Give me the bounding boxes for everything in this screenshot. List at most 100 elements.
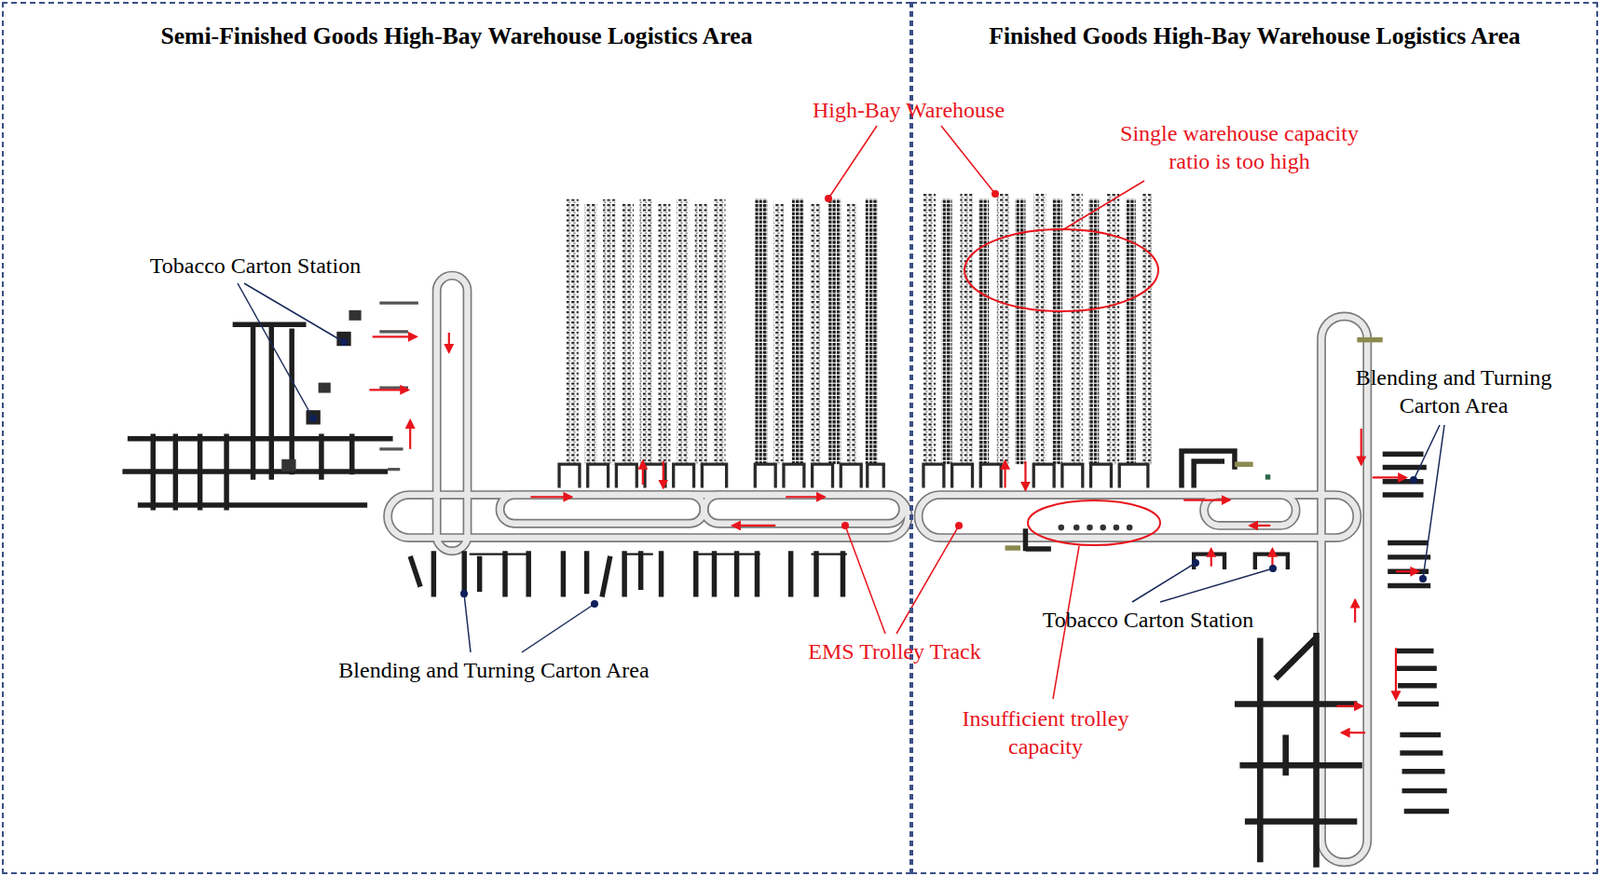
ems-track xyxy=(387,494,908,538)
region-heading: Finished Goods High-Bay Warehouse Logist… xyxy=(913,22,1597,51)
red-dot xyxy=(955,521,963,530)
flow-arrow xyxy=(1341,731,1366,734)
left-blending-bars xyxy=(469,552,848,555)
rack-columns xyxy=(566,193,1153,465)
rack-columns xyxy=(792,199,805,465)
blue-leader-line xyxy=(244,283,344,342)
right-stations xyxy=(1113,524,1121,532)
ems-track xyxy=(918,494,1358,538)
left-conveyors xyxy=(122,302,419,510)
ems-track xyxy=(704,494,904,524)
blue-dot xyxy=(1419,574,1427,583)
ems-track xyxy=(500,494,705,524)
red-leader-line xyxy=(845,525,886,634)
area-callout: Blending and Turning Carton Area xyxy=(307,656,681,684)
right-stations xyxy=(1126,524,1134,532)
flow-arrow xyxy=(1360,428,1363,465)
right-stations xyxy=(1005,451,1288,570)
right-stations xyxy=(1099,524,1107,532)
right-stations xyxy=(1265,474,1271,479)
blue-dot xyxy=(340,338,348,346)
blue-leader-line xyxy=(237,283,314,419)
rack-columns xyxy=(676,199,689,465)
flow-arrow xyxy=(732,524,776,527)
right-stations xyxy=(1181,451,1235,488)
blue-leader-line xyxy=(1413,424,1440,480)
rack-columns xyxy=(942,199,953,465)
rack-columns xyxy=(754,199,767,465)
left-conveyors xyxy=(318,382,331,394)
rack-columns xyxy=(695,204,708,465)
flow-arrow xyxy=(1353,600,1356,623)
blue-leader-line xyxy=(1160,568,1273,602)
rack-columns xyxy=(584,204,597,465)
blue-dot xyxy=(590,600,599,608)
blue-dot xyxy=(1269,564,1277,573)
problem-callout: High-Bay Warehouse xyxy=(787,95,1030,124)
rack-bases xyxy=(923,464,1149,488)
rack-columns xyxy=(959,193,972,465)
blue-dot xyxy=(1409,476,1418,484)
rack-columns xyxy=(566,199,579,465)
red-dot xyxy=(841,521,849,530)
left-conveyors xyxy=(379,302,419,469)
right-stations xyxy=(1058,524,1066,532)
flow-arrow xyxy=(1271,548,1273,567)
plant-illustration xyxy=(122,193,1450,868)
rack-bases xyxy=(559,464,1149,488)
flow-arrow xyxy=(409,420,411,450)
rack-columns xyxy=(865,199,878,465)
red-leader-line xyxy=(828,125,877,199)
left-conveyors xyxy=(306,410,321,424)
blue-dot xyxy=(1191,559,1200,567)
left-conveyors xyxy=(281,459,296,472)
blue-leader-line xyxy=(1132,562,1196,602)
region-heading: Semi-Finished Goods High-Bay Warehouse L… xyxy=(3,22,910,51)
blue-leader-line xyxy=(464,593,471,653)
rack-columns xyxy=(1033,193,1046,465)
right-blending-bars xyxy=(1382,453,1450,811)
flow-arrow xyxy=(1003,461,1006,488)
rack-columns xyxy=(847,204,858,465)
ems-track xyxy=(387,275,1368,863)
blue-leader-line xyxy=(237,283,1445,653)
rack-columns xyxy=(1070,193,1083,465)
right-stations xyxy=(1234,461,1254,466)
ems-track xyxy=(387,275,1368,863)
flow-arrow xyxy=(1249,524,1271,527)
red-dot xyxy=(991,190,999,198)
area-callout: Blending and Turning Carton Area xyxy=(1327,363,1580,420)
blue-dot xyxy=(309,414,317,423)
ems-track xyxy=(437,275,468,552)
right-blending-bars xyxy=(1356,337,1382,342)
blue-dot xyxy=(309,338,1427,608)
left-conveyors xyxy=(122,324,393,510)
blue-leader-line xyxy=(1422,424,1445,579)
flow-arrow xyxy=(448,332,451,353)
flow-arrow xyxy=(1336,705,1362,708)
rack-columns xyxy=(923,193,936,465)
red-dot xyxy=(824,194,833,203)
rack-columns xyxy=(657,204,671,465)
region-panel: Semi-Finished Goods High-Bay Warehouse L… xyxy=(1,1,912,875)
flow-arrow xyxy=(1024,461,1026,491)
rack-columns xyxy=(602,199,616,465)
right-grid xyxy=(1234,632,1363,868)
flow-arrow xyxy=(372,335,417,338)
rack-columns xyxy=(809,204,821,465)
left-conveyors xyxy=(348,310,361,321)
ems-track xyxy=(918,494,1358,538)
ems-track xyxy=(1321,315,1368,862)
area-callout: Tobacco Carton Station xyxy=(1017,605,1279,634)
right-grid xyxy=(1234,632,1363,868)
problem-ellipse xyxy=(964,229,1161,546)
problem-ellipse xyxy=(964,229,1159,312)
problem-ellipse xyxy=(1027,500,1161,546)
ems-track xyxy=(500,494,705,524)
left-blending-bars xyxy=(410,550,843,597)
rack-columns xyxy=(640,199,653,465)
flow-arrow xyxy=(1394,647,1397,699)
rack-bases xyxy=(754,464,884,488)
